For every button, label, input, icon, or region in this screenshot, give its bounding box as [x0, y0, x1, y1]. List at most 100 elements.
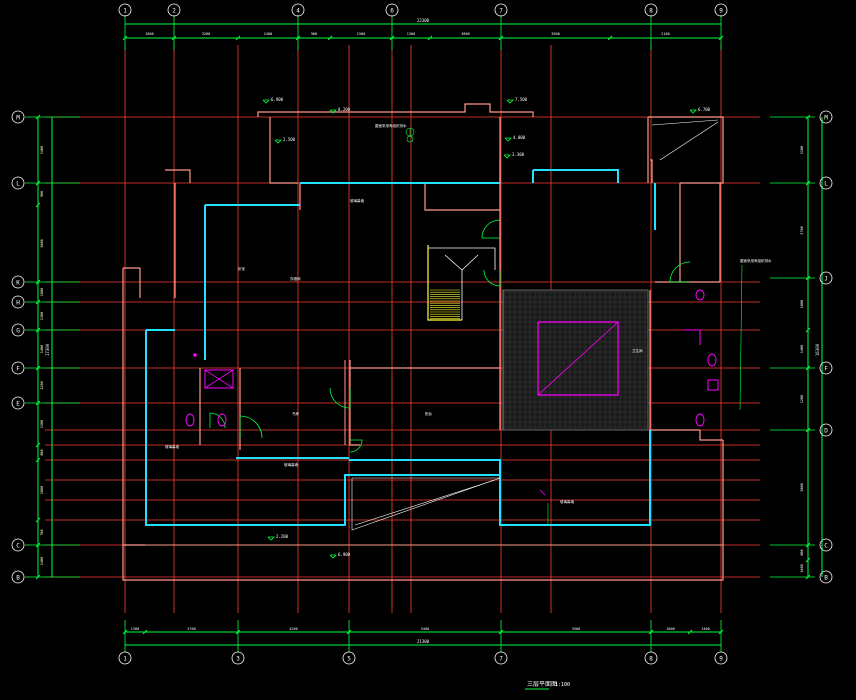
axis-bubble-bottom-7-circle [494, 651, 508, 665]
axis-bubble-top-1-circle [118, 3, 132, 17]
dim-bottom-tick-7 [718, 629, 724, 635]
wall-corner-nw [165, 169, 191, 183]
axis-bubble-bottom-1-label: 1 [123, 656, 127, 663]
axis-bubble-bottom-5-label: 5 [347, 656, 351, 663]
dim-left-tick-11 [35, 542, 41, 548]
dim-left-seg-text-6: 1200 [40, 381, 44, 389]
axis-bubble-bottom-9-circle [714, 651, 728, 665]
dim-left-seg-text-2: 3000 [40, 239, 44, 247]
dim-right-seg-text-2: 1800 [800, 300, 804, 308]
stair-outline-left [427, 245, 462, 321]
level-c-text: 6.900 [271, 97, 284, 102]
toilet-fixture-b [217, 413, 227, 427]
level-f-mark [503, 154, 511, 159]
wall-roof-top [257, 103, 534, 117]
level-g-mark [267, 536, 275, 541]
dim-right-tick-8 [805, 574, 811, 580]
leader-c [739, 264, 743, 411]
axis-bubble-right-J-circle [819, 271, 833, 285]
dim-top-tick-9 [718, 35, 724, 41]
wall-step-se [699, 430, 723, 441]
dim-bottom-seg-text-2: 4200 [289, 627, 297, 631]
level-g-text: 2.200 [276, 534, 289, 539]
axis-bubble-top-7-circle [494, 3, 508, 17]
dim-left-seg-text-11: 1400 [40, 557, 44, 565]
toilet-fixture-a [185, 413, 195, 427]
dim-top-tick-5 [389, 35, 395, 41]
dim-left-tick-3 [35, 279, 41, 285]
stair-landing [428, 247, 496, 270]
axis-bubble-top-2-label: 2 [172, 8, 176, 15]
dim-right-seg-text-6: 800 [800, 549, 804, 555]
dim-left-seg-text-4: 1300 [40, 312, 44, 320]
wall-tower-notch [650, 159, 653, 183]
axis-bubble-right-B-circle [819, 570, 833, 584]
dim-right-seg-text-0: 2200 [800, 146, 804, 154]
axis-bubble-bottom-3-circle [231, 651, 245, 665]
axis-bubble-right-L-label: L [824, 181, 828, 188]
dimension-lines [25, 15, 823, 652]
level-c-mark [262, 99, 270, 104]
dim-top-seg-text-3: 900 [311, 32, 317, 36]
drawing-title: 三层平面图 1:100 [525, 681, 570, 690]
level-e-mark [504, 137, 512, 142]
dim-left-overall-text: 17300 [45, 343, 50, 356]
dim-right-seg-text-4: 1200 [800, 395, 804, 403]
axis-bubble-right-L-circle [819, 176, 833, 190]
dim-top-overall-text: 22300 [417, 18, 430, 23]
tower-slope-line [651, 119, 719, 126]
dim-left-tick-6 [35, 365, 41, 371]
axis-bubble-right-M-circle [819, 110, 833, 124]
level-h-mark [329, 554, 337, 559]
dim-top-tick-6 [427, 35, 433, 41]
wall-outer-bottom [122, 268, 724, 581]
axis-bubble-left-F-label: F [16, 366, 20, 373]
axis-bubble-left-H-circle [11, 295, 25, 309]
dim-bottom-tick-5 [648, 629, 654, 635]
wall-room-divider [349, 360, 360, 446]
door-arc-bath-ne [669, 261, 691, 283]
axis-bubble-top-4-circle [291, 3, 305, 17]
dim-top-tick-0 [122, 35, 128, 41]
door-arc-bath [239, 415, 263, 439]
dim-top-tick-7 [498, 35, 504, 41]
dim-right-tick-3 [805, 327, 811, 333]
axis-bubble-top-1-label: 1 [123, 8, 127, 15]
axis-bubble-left-F-circle [11, 361, 25, 375]
roof-slope-outline [351, 477, 501, 531]
dim-left-tick-1 [35, 180, 41, 186]
level-b-mark [689, 109, 697, 114]
dim-left-seg-text-8: 800 [40, 449, 44, 455]
dim-left-tick-2 [35, 202, 41, 208]
axis-bubble-left-B-circle [11, 570, 25, 584]
axis-bubble-right-F-label: F [824, 366, 828, 373]
axis-bubble-left-H-label: H [16, 300, 20, 307]
dim-bottom-seg-text-0: 1300 [131, 627, 139, 631]
dim-right-seg-text-1: 2700 [800, 226, 804, 234]
dim-left-seg-text-3: 1000 [40, 288, 44, 296]
dim-left-tick-7 [35, 400, 41, 406]
axis-bubble-bottom-1-circle [118, 651, 132, 665]
dim-bottom-seg-text-5: 1800 [666, 627, 674, 631]
axis-bubble-top-6-label: 6 [390, 8, 394, 15]
dim-right-seg-text-5: 3800 [800, 483, 804, 491]
dim-top-tick-1 [171, 35, 177, 41]
dim-top-seg-text-0: 1800 [145, 32, 153, 36]
dim-right-tick-5 [805, 427, 811, 433]
dim-bottom-tick-0 [122, 629, 128, 635]
door-arc-wc [209, 412, 226, 429]
level-a-mark [506, 99, 514, 104]
dim-top-seg-text-1: 3200 [202, 32, 210, 36]
axis-bubble-right-C-circle [819, 538, 833, 552]
note-glass-d: 玻璃幕墙 [284, 462, 298, 467]
dim-top-seg-text-2: 2400 [264, 32, 272, 36]
axis-bubble-right-B-label: B [824, 575, 828, 582]
axis-bubble-bottom-8-label: 8 [649, 656, 653, 663]
dim-left-seg-text-9: 2800 [40, 486, 44, 494]
door-arc-wardrobe [481, 219, 501, 239]
dim-bottom-tick-4 [498, 629, 504, 635]
axis-bubble-top-9-circle [714, 3, 728, 17]
axis-bubble-top-6-circle [385, 3, 399, 17]
